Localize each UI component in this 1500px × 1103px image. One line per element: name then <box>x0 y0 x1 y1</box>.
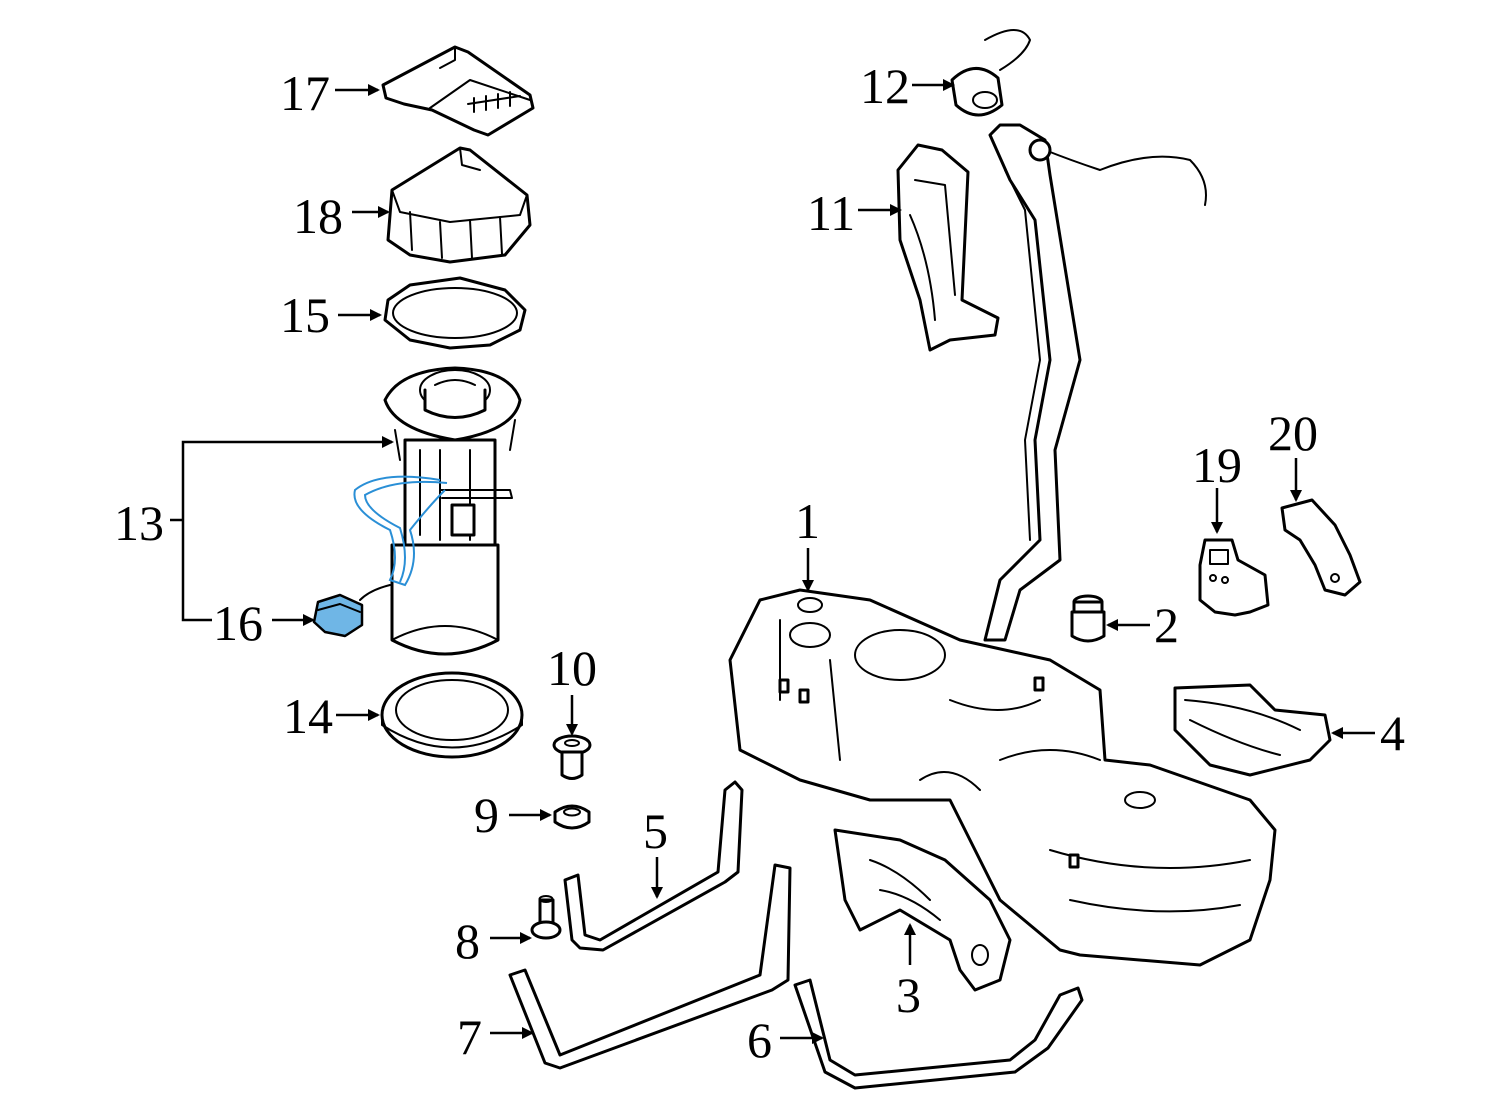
callout-12: 12 <box>860 58 910 114</box>
callout-labels: 17 18 15 13 16 14 10 9 5 8 7 6 3 1 2 4 1… <box>114 58 1405 1068</box>
part-17-cover[interactable] <box>381 45 535 137</box>
callout-10: 10 <box>547 640 597 696</box>
callout-7: 7 <box>457 1009 482 1065</box>
part-8-bolt[interactable] <box>530 895 562 940</box>
callout-4: 4 <box>1380 705 1405 761</box>
leader-arrows <box>170 79 1375 1044</box>
part-4-shield[interactable] <box>1173 683 1332 777</box>
filler-neck-pipe[interactable] <box>983 123 1207 642</box>
callout-17: 17 <box>280 65 330 121</box>
callout-6: 6 <box>747 1012 772 1068</box>
part-7-strap[interactable] <box>508 863 792 1070</box>
part-5-strap[interactable] <box>563 780 744 952</box>
callout-18: 18 <box>293 188 343 244</box>
part-16-connector[interactable] <box>312 593 364 638</box>
part-2-cap[interactable] <box>1070 594 1106 643</box>
part-13-pump-module[interactable] <box>353 366 522 656</box>
callout-15: 15 <box>280 287 330 343</box>
callout-19: 19 <box>1192 437 1242 493</box>
callout-8: 8 <box>455 913 480 969</box>
callout-13: 13 <box>114 495 164 551</box>
part-10-bolt[interactable] <box>552 734 592 780</box>
part-9-washer[interactable] <box>553 804 591 830</box>
part-11-bracket[interactable] <box>896 143 1000 352</box>
callout-9: 9 <box>474 787 499 843</box>
callout-14: 14 <box>283 688 333 744</box>
callout-2: 2 <box>1154 597 1179 653</box>
part-12-fuel-cap[interactable] <box>950 29 1031 117</box>
callout-11: 11 <box>807 185 855 241</box>
callout-1: 1 <box>795 493 820 549</box>
callout-5: 5 <box>643 803 668 859</box>
part-14-lock-ring[interactable] <box>380 671 524 759</box>
callout-3: 3 <box>896 967 921 1023</box>
callout-16: 16 <box>213 595 263 651</box>
part-20-bracket[interactable] <box>1280 498 1362 597</box>
part-3-heat-shield[interactable] <box>833 828 1012 992</box>
callout-20: 20 <box>1268 405 1318 461</box>
part-15-gasket[interactable] <box>383 276 527 350</box>
part-18-retainer[interactable] <box>386 146 532 264</box>
part-6-strap[interactable] <box>793 978 1084 1090</box>
part-1-fuel-tank[interactable] <box>728 588 1277 967</box>
part-19-sensor[interactable] <box>1198 538 1270 617</box>
